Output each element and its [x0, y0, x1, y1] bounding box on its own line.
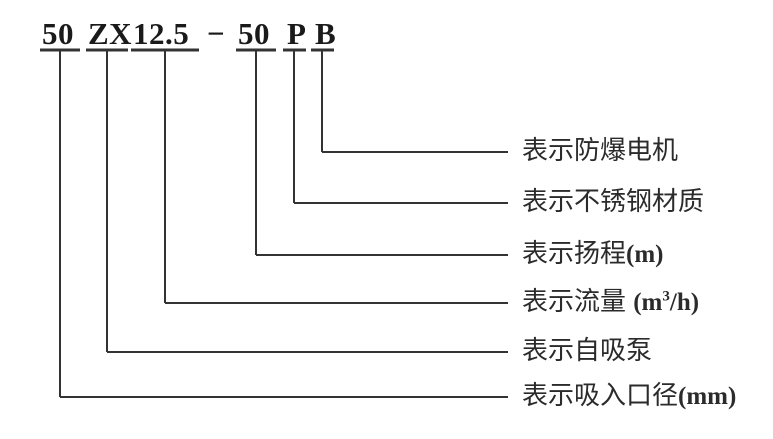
code-token-separator: − — [207, 16, 226, 51]
note-suction-diameter-unit-base: (mm) — [678, 383, 737, 410]
note-motor-type: 表示防爆电机 — [522, 137, 678, 163]
note-flow-rate-unit-base: (m — [633, 289, 663, 316]
code-token-motor-type: B — [315, 16, 337, 51]
note-head-unit: (m) — [626, 241, 663, 268]
note-pump-series: 表示自吸泵 — [522, 337, 652, 363]
note-flow-rate-unit: (m3/h) — [633, 289, 699, 316]
note-flow-rate-unit-suffix: /h) — [669, 289, 700, 316]
note-material-label: 表示不锈钢材质 — [522, 186, 705, 216]
code-token-suction-diameter: 50 — [42, 16, 74, 51]
note-suction-diameter: 表示吸入口径(mm) — [522, 382, 736, 410]
code-token-pump-series: ZX — [88, 16, 133, 51]
note-head: 表示扬程(m) — [522, 240, 664, 268]
note-head-label: 表示扬程 — [522, 238, 627, 268]
code-token-head: 50 — [238, 16, 270, 51]
note-head-unit-base: (m) — [626, 241, 664, 268]
note-pump-series-label: 表示自吸泵 — [522, 335, 653, 365]
code-token-material: P — [287, 16, 307, 51]
note-motor-type-label: 表示防爆电机 — [522, 135, 679, 165]
note-flow-rate-label: 表示流量 — [522, 286, 634, 316]
code-token-flow-rate: 12.5 — [133, 16, 190, 51]
note-material: 表示不锈钢材质 — [522, 188, 704, 214]
note-suction-diameter-unit: (mm) — [678, 383, 736, 410]
note-flow-rate: 表示流量 (m3/h) — [522, 288, 699, 316]
note-suction-diameter-label: 表示吸入口径 — [522, 380, 679, 410]
note-flow-rate-unit-exponent: 3 — [662, 288, 670, 305]
